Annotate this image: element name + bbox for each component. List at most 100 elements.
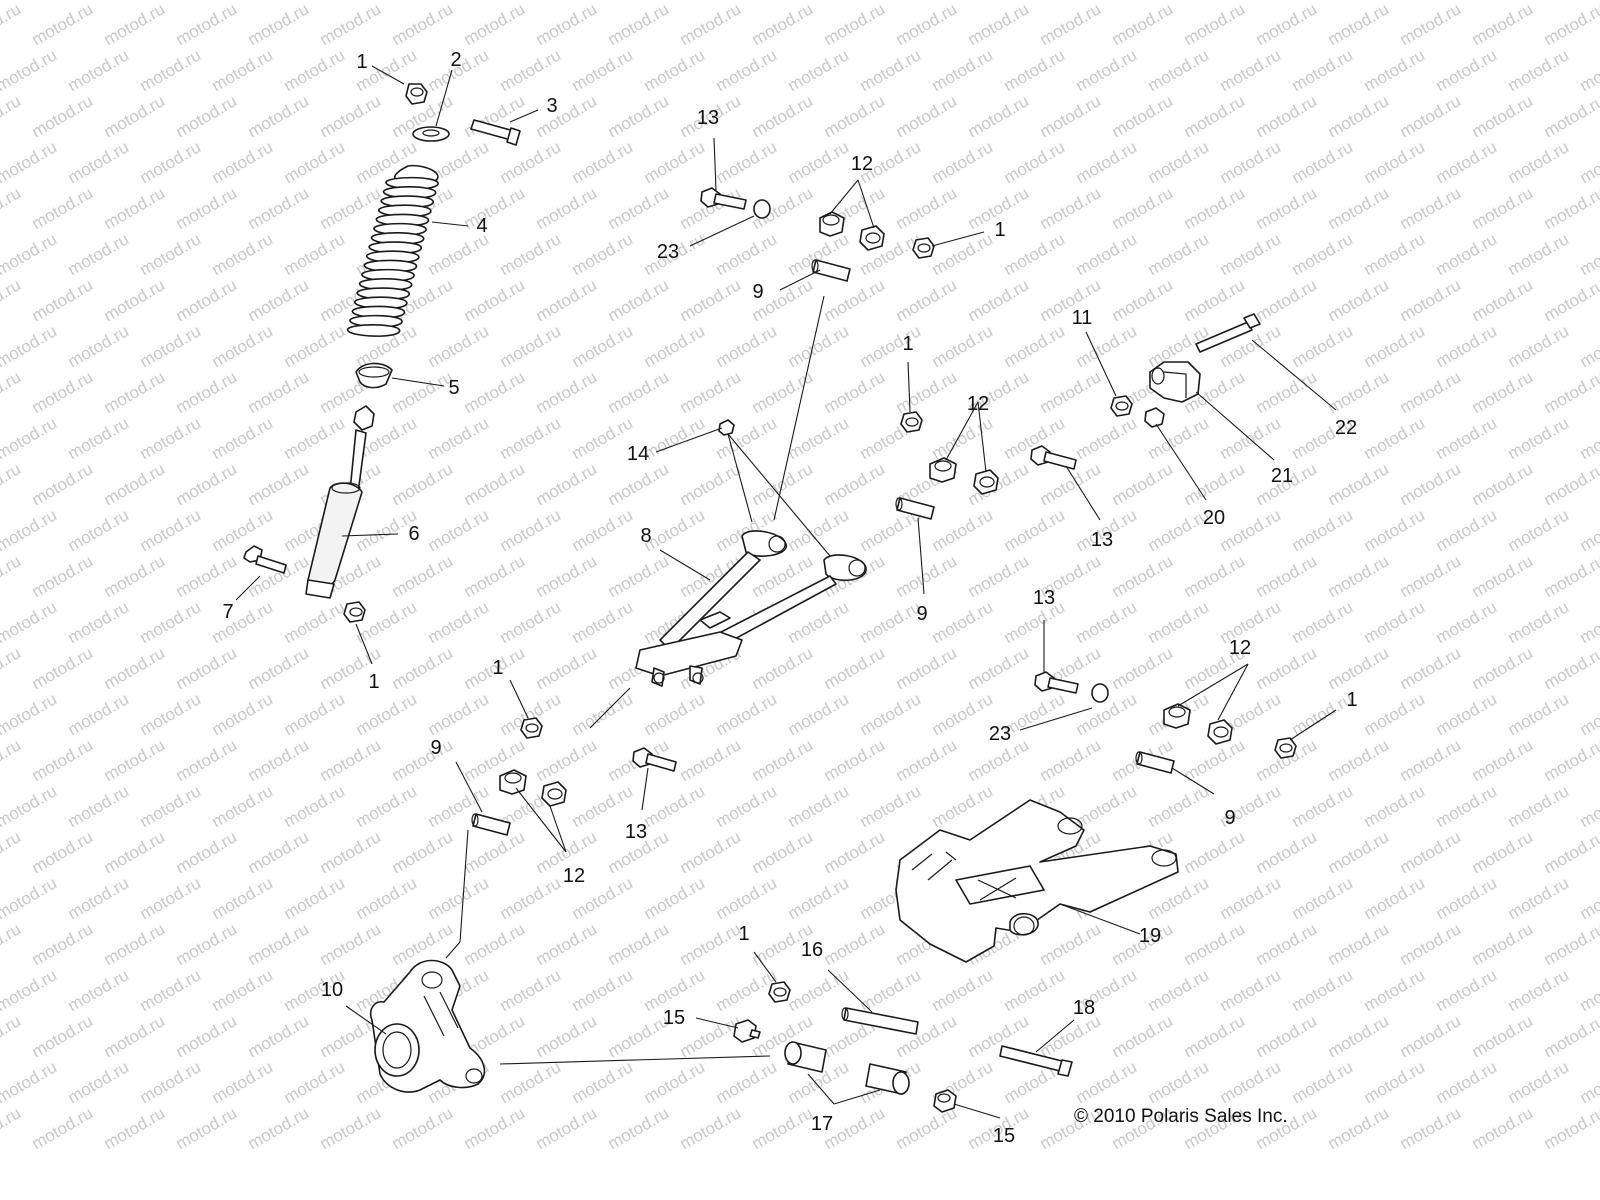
watermark-text: motod.ru	[0, 597, 60, 647]
watermark-text: motod.ru	[209, 1057, 277, 1107]
watermark-text: motod.ru	[1433, 229, 1501, 279]
watermark-text: motod.ru	[137, 505, 205, 555]
watermark-text: motod.ru	[821, 0, 889, 49]
watermark-text: motod.ru	[1109, 0, 1177, 49]
watermark-text: motod.ru	[569, 0, 637, 3]
watermark-text: motod.ru	[389, 1103, 457, 1153]
watermark-text: motod.ru	[245, 183, 313, 233]
watermark-text: motod.ru	[317, 735, 385, 785]
watermark-text: motod.ru	[1541, 551, 1600, 601]
watermark-text: motod.ru	[641, 1057, 709, 1107]
watermark-text: motod.ru	[569, 321, 637, 371]
watermark-text: motod.ru	[497, 321, 565, 371]
callout-2: 2	[450, 49, 461, 71]
watermark-text: motod.ru	[137, 321, 205, 371]
watermark-text: motod.ru	[101, 0, 169, 49]
watermark-text: motod.ru	[1577, 781, 1600, 831]
watermark-text: motod.ru	[461, 459, 529, 509]
watermark-text: motod.ru	[641, 413, 709, 463]
watermark-text: motod.ru	[749, 643, 817, 693]
watermark-text: motod.ru	[1469, 735, 1537, 785]
watermark-text: motod.ru	[1433, 1057, 1501, 1107]
watermark-text: motod.ru	[1181, 827, 1249, 877]
watermark-text: motod.ru	[929, 45, 997, 95]
callout-1: 1	[1346, 689, 1357, 711]
watermark-text: motod.ru	[425, 413, 493, 463]
watermark-text: motod.ru	[857, 45, 925, 95]
callout-12: 12	[563, 865, 585, 887]
watermark-text: motod.ru	[893, 643, 961, 693]
watermark-text: motod.ru	[173, 827, 241, 877]
watermark-text: motod.ru	[929, 781, 997, 831]
watermark-text: motod.ru	[641, 0, 709, 3]
watermark-text: motod.ru	[713, 45, 781, 95]
watermark-text: motod.ru	[1217, 0, 1285, 3]
watermark-text: motod.ru	[65, 689, 133, 739]
watermark-text: motod.ru	[0, 367, 24, 417]
watermark-text: motod.ru	[209, 597, 277, 647]
watermark-text: motod.ru	[1073, 597, 1141, 647]
watermark-text: motod.ru	[1577, 965, 1600, 1015]
watermark-text: motod.ru	[533, 275, 601, 325]
watermark-text: motod.ru	[893, 367, 961, 417]
watermark-text: motod.ru	[281, 873, 349, 923]
part-4-coil-spring	[346, 164, 439, 337]
watermark-text: motod.ru	[1541, 367, 1600, 417]
watermark-text: motod.ru	[0, 781, 60, 831]
part-9-pivot-tube-middle	[895, 497, 935, 520]
watermark-text: motod.ru	[209, 505, 277, 555]
part-9-pivot-tube-lower-right	[1135, 751, 1175, 774]
watermark-text: motod.ru	[821, 643, 889, 693]
callout-9: 9	[916, 603, 927, 625]
watermark-text: motod.ru	[1433, 873, 1501, 923]
watermark-text: motod.ru	[1361, 873, 1429, 923]
watermark-text: motod.ru	[641, 137, 709, 187]
watermark-text: motod.ru	[245, 735, 313, 785]
part-1-nut-bottom	[343, 601, 366, 623]
watermark-text: motod.ru	[821, 827, 889, 877]
callout-12: 12	[967, 393, 989, 415]
watermark-text: motod.ru	[1469, 827, 1537, 877]
callout-23: 23	[989, 723, 1011, 745]
part-6-shock-absorber	[305, 405, 375, 599]
callout-1: 1	[368, 671, 379, 693]
watermark-text: motod.ru	[1433, 413, 1501, 463]
watermark-text: motod.ru	[209, 873, 277, 923]
watermark-text: motod.ru	[245, 459, 313, 509]
watermark-text: motod.ru	[1433, 45, 1501, 95]
callout-1: 1	[356, 51, 367, 73]
callout-23: 23	[657, 241, 679, 263]
watermark-text: motod.ru	[713, 229, 781, 279]
watermark-text: motod.ru	[677, 275, 745, 325]
callout-13: 13	[1091, 529, 1113, 551]
watermark-text: motod.ru	[1289, 1057, 1357, 1107]
watermark-text: motod.ru	[65, 413, 133, 463]
watermark-text: motod.ru	[1289, 137, 1357, 187]
watermark-text: motod.ru	[1397, 459, 1465, 509]
watermark-text: motod.ru	[245, 1103, 313, 1153]
callout-12: 12	[1229, 637, 1251, 659]
watermark-text: motod.ru	[29, 643, 97, 693]
callout-1: 1	[738, 923, 749, 945]
watermark-text: motod.ru	[281, 45, 349, 95]
watermark-text: motod.ru	[1469, 1103, 1537, 1153]
watermark-text: motod.ru	[1181, 1011, 1249, 1061]
watermark-text: motod.ru	[677, 0, 745, 49]
watermark-text: motod.ru	[1505, 597, 1573, 647]
watermark-text: motod.ru	[605, 1103, 673, 1153]
watermark-text: motod.ru	[137, 781, 205, 831]
watermark-text: motod.ru	[0, 689, 60, 739]
watermark-text: motod.ru	[1577, 505, 1600, 555]
watermark-text: motod.ru	[0, 413, 60, 463]
watermark-text: motod.ru	[641, 45, 709, 95]
callout-13: 13	[697, 107, 719, 129]
watermark-text: motod.ru	[1037, 919, 1105, 969]
watermark-text: motod.ru	[1577, 873, 1600, 923]
watermark-text: motod.ru	[1217, 1057, 1285, 1107]
leader-lines	[235, 65, 1337, 1119]
watermark-text: motod.ru	[1073, 1057, 1141, 1107]
watermark-text: motod.ru	[785, 413, 853, 463]
watermark-text: motod.ru	[389, 459, 457, 509]
watermark-text: motod.ru	[101, 827, 169, 877]
watermark-text: motod.ru	[893, 275, 961, 325]
